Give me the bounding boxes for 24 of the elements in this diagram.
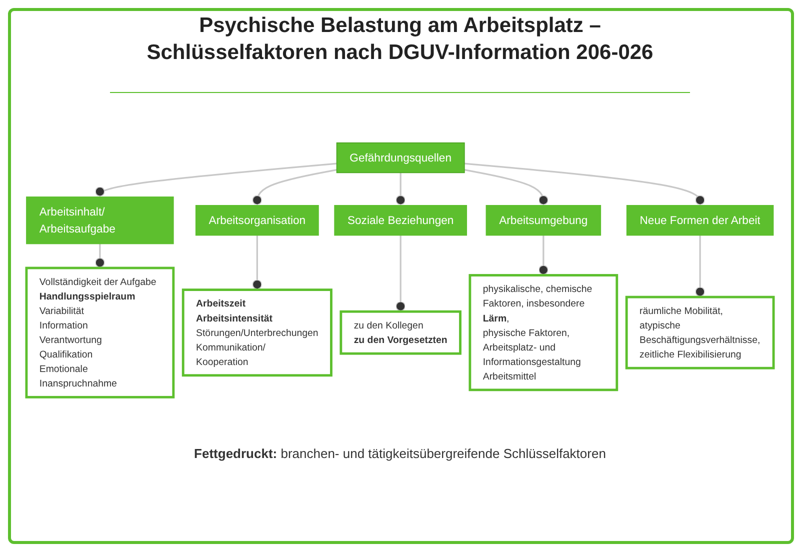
- connector: [695, 235, 705, 298]
- node-box: [626, 205, 774, 236]
- node-box: [182, 288, 332, 377]
- node-box: [625, 296, 775, 370]
- flowchart: Gefährdungsquellen Arbeitsinhalt/ Arbeitsaufgabe Arbeitsorganisation Soziale Beziehungen Arbeitsumgebung Neue Formen der Arbeit Vollständigkeit der Aufgabe Handlungsspielraum Variabilität Information Verantwortung Qualifikation Emotionale Inanspruchnahme Arbeitszeit Arbeitsintensität Störungen/Unterbrechungen Kommunikation/ Kooperation zu den Kollegen zu den Vorgesetzten physikalische, chemische Faktoren, insbesondere Lärm, physische Faktoren, Arbeitsplatz- und Informationsgestaltung Arbeitsmittel räumliche Mobilität, atypische Beschäftigungsverhältnisse, zeitliche Flexibilisierung: [20, 100, 780, 440]
- node-box: [195, 205, 319, 236]
- connector: [464, 169, 548, 206]
- connector: [538, 235, 548, 276]
- node-box: [336, 142, 465, 174]
- footnote: Fettgedruckt: branchen- und tätigkeitsübergreifende Schlüsselfaktoren: [193, 446, 607, 461]
- connector: [396, 172, 406, 206]
- node-box: [26, 196, 174, 244]
- node-box: [334, 205, 468, 236]
- connector: [252, 169, 337, 206]
- connector: [464, 162, 705, 206]
- title: Psychische Belastung am Arbeitsplatz – Schlüsselfaktoren nach DGUV-Information 206-026: [146, 13, 654, 66]
- node-box: [340, 310, 462, 355]
- connector: [252, 235, 262, 290]
- connector: [396, 235, 406, 312]
- node-box: [25, 266, 175, 398]
- node-box: [486, 205, 602, 236]
- connector: [95, 244, 105, 268]
- node-box: [468, 274, 618, 392]
- connector: [95, 162, 337, 197]
